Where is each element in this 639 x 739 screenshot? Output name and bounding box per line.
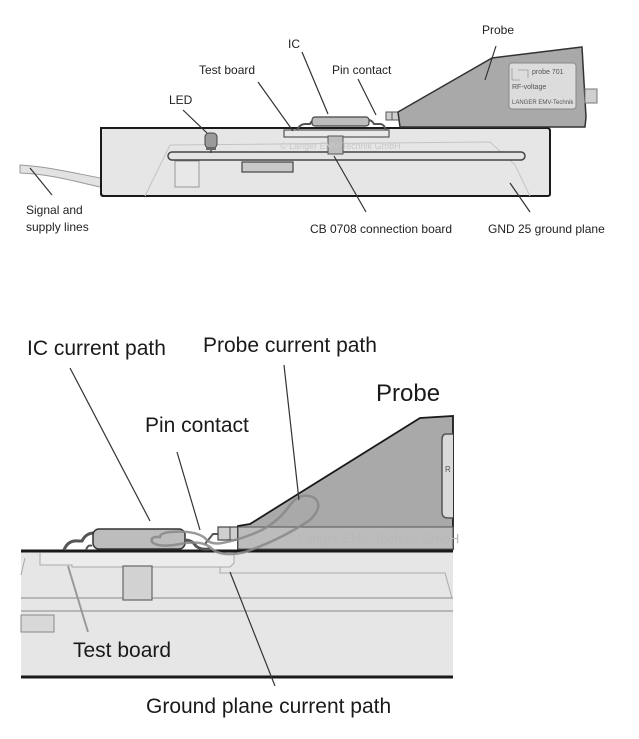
label-ic-current-path: IC current path — [27, 337, 166, 360]
probe-nameplate: probe 701 RF-voltage LANGER EMV-Technik — [508, 62, 577, 110]
leader-ground-plane — [509, 182, 531, 213]
led — [204, 132, 218, 153]
bottom-connection-post — [122, 565, 153, 601]
label-ground-plane-current-path: Ground plane current path — [146, 695, 391, 718]
label-pin-contact: Pin contact — [332, 63, 392, 77]
label-ic: IC — [288, 37, 300, 51]
bottom-probe-nameplate — [441, 433, 453, 519]
bottom-nameplate-letter: R — [445, 465, 451, 474]
probe-maker-text: LANGER EMV-Technik — [512, 100, 574, 106]
current-path-loop — [150, 494, 320, 556]
label-connection-board: CB 0708 connection board — [310, 222, 452, 236]
watermark-top: © Langer EMV-Technik GmbH — [280, 141, 401, 151]
leader-ic-current-path — [69, 367, 151, 522]
label-signal-lines-2: supply lines — [26, 220, 89, 234]
leader-test-board — [257, 81, 294, 132]
leader-probe — [484, 45, 497, 81]
label-signal-lines-1: Signal and — [26, 203, 83, 217]
label-test-board: Test board — [199, 63, 255, 77]
bottom-figure: R © Langer EMV-Technik GmbH IC current p… — [20, 334, 459, 718]
leader-probe-current-path — [283, 364, 300, 501]
leader-led — [182, 109, 208, 134]
leader-signal-lines — [29, 167, 53, 196]
label-probe: Probe — [482, 23, 514, 37]
connection-post — [327, 135, 344, 155]
leader-ic — [301, 51, 329, 115]
bottom-test-board — [39, 553, 235, 568]
leader-ground-plane-current-path — [229, 571, 276, 687]
ic-chip — [296, 116, 387, 131]
label-probe-current-path: Probe current path — [203, 334, 377, 357]
connection-board — [167, 151, 526, 161]
label-bottom-test-board: Test board — [73, 639, 171, 662]
probe-model-text: probe 701 — [532, 69, 564, 76]
bottom-underboard-chip — [20, 614, 55, 633]
leader-bottom-pin-contact — [176, 451, 201, 531]
top-figure: probe 701 RF-voltage LANGER EMV-Technik … — [19, 23, 605, 236]
leader-pin-contact — [357, 78, 377, 116]
leader-bottom-test-board — [67, 565, 89, 633]
leader-connection-board — [333, 155, 367, 213]
label-bottom-probe: Probe — [376, 380, 440, 407]
ground-plane-inner — [144, 141, 531, 197]
watermark-bottom: © Langer EMV-Technik GmbH — [285, 531, 459, 546]
connector-box — [174, 160, 200, 188]
label-ground-plane: GND 25 ground plane — [488, 222, 605, 236]
bottom-edge-detail — [20, 557, 26, 576]
probe-type-text: RF-voltage — [512, 84, 546, 91]
bottom-inner-outline — [219, 567, 453, 599]
pin-contact — [385, 111, 400, 121]
label-led: LED — [169, 93, 193, 107]
bottom-ground-body — [21, 551, 453, 677]
underboard-chip — [241, 161, 294, 173]
probe-knob — [584, 88, 598, 104]
label-bottom-pin-contact: Pin contact — [145, 414, 249, 437]
ground-plane-main — [100, 127, 551, 197]
